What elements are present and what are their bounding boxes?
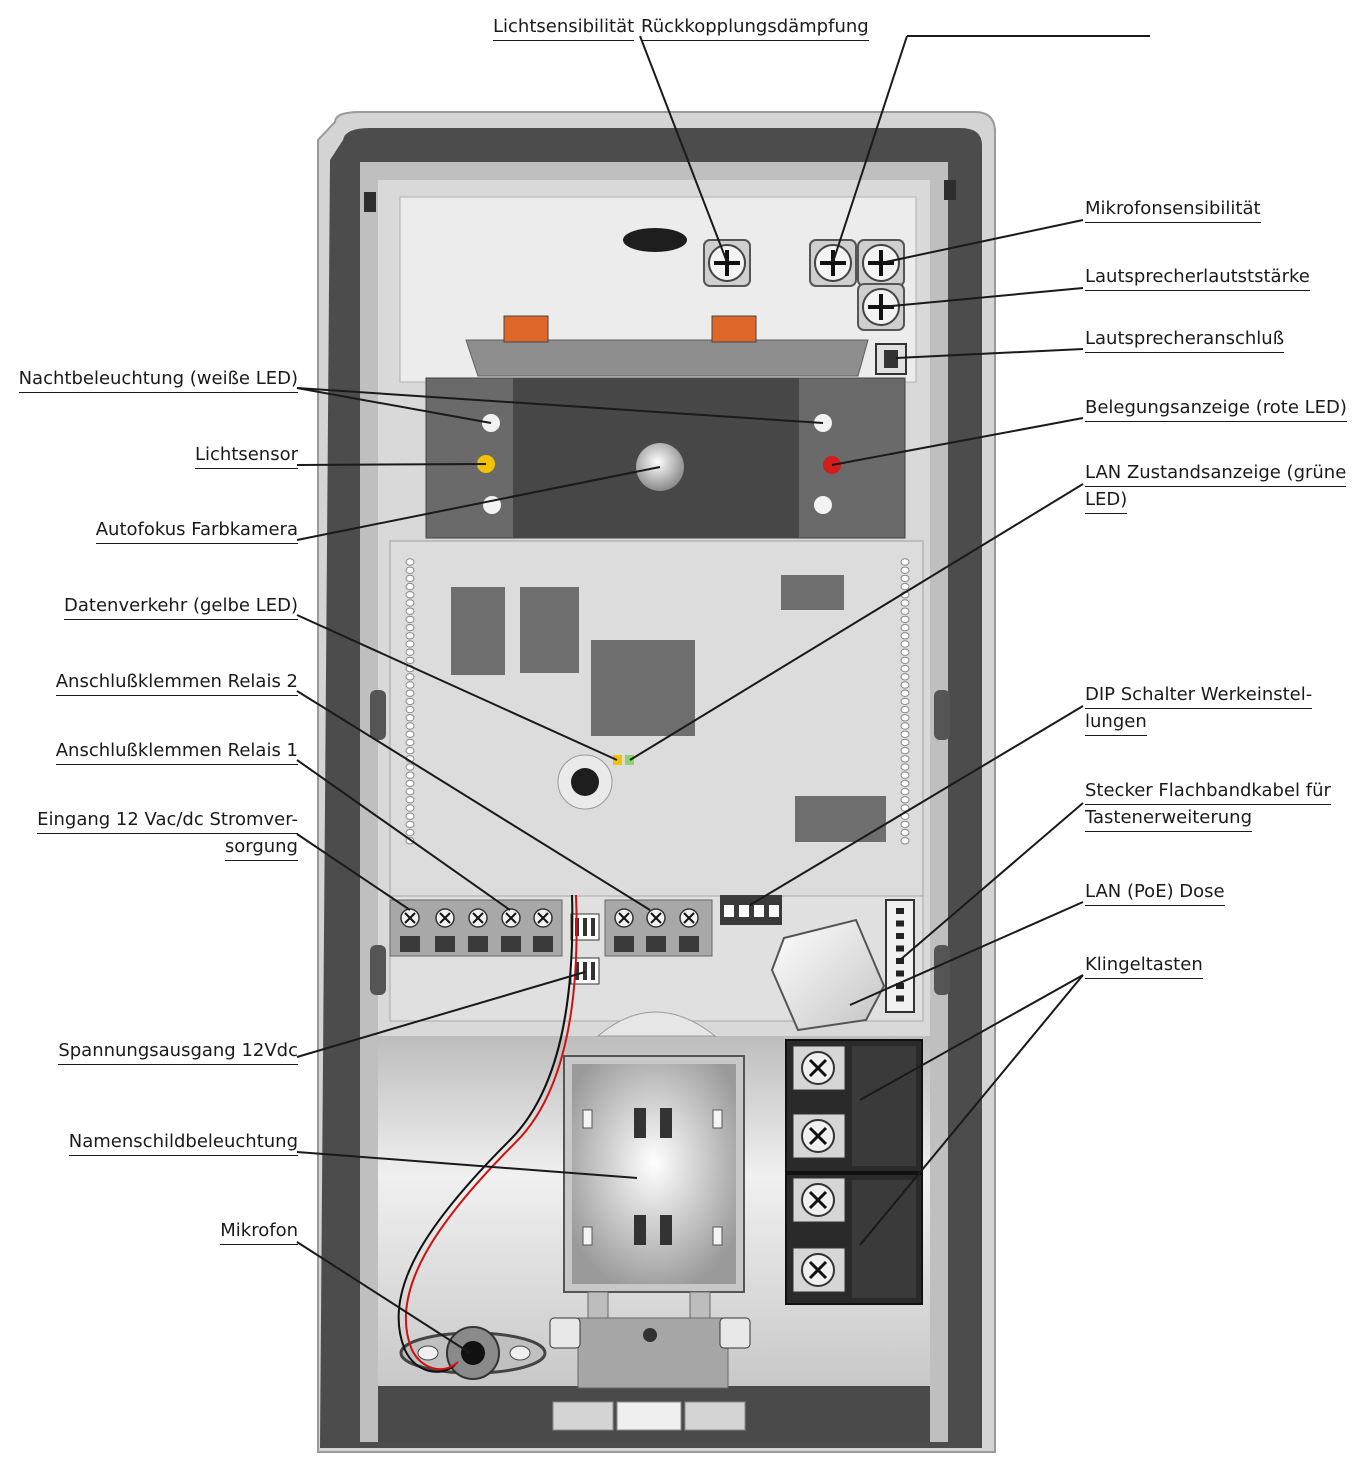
label-lan-poe: LAN (PoE) Dose xyxy=(1085,879,1225,906)
label-microphone: Mikrofon xyxy=(220,1218,298,1245)
label-voltage-output: Spannungsausgang 12Vdc xyxy=(58,1038,298,1065)
terminal-block-power xyxy=(390,900,562,956)
dip-switch-icon xyxy=(720,895,782,925)
bell-buttons-icon xyxy=(786,1040,922,1304)
potentiometer-feedback-icon xyxy=(810,240,856,286)
label-autofocus-camera: Autofokus Farbkamera xyxy=(96,517,298,544)
label-data-traffic: Datenverkehr (gelbe LED) xyxy=(64,593,298,620)
label-light-sensor: Lichtsensor xyxy=(195,442,298,469)
terminal-block-relay xyxy=(605,900,712,956)
label-relay2-terminals: Anschlußklemmen Relais 2 xyxy=(56,669,298,696)
terminal-area xyxy=(390,895,923,1030)
label-mic-sensitivity: Mikrofonsensibilität xyxy=(1085,196,1261,223)
label-night-light: Nachtbeleuchtung (weiße LED) xyxy=(19,366,298,393)
label-nameplate-light: Namenschildbeleuchtung xyxy=(69,1129,298,1156)
potentiometer-light-icon xyxy=(704,240,750,286)
label-light-sensitivity: Lichtsensibilität xyxy=(493,14,634,41)
label-busy-indicator: Belegungsanzeige (rote LED) xyxy=(1085,395,1347,422)
label-dip-switch: DIP Schalter Werkeinstel-lungen xyxy=(1085,682,1312,736)
label-bell-buttons: Klingeltasten xyxy=(1085,952,1203,979)
speaker-connector-icon xyxy=(876,344,906,374)
label-speaker-volume: Lautsprecherlautststärke xyxy=(1085,264,1310,291)
flat-cable-connector-icon xyxy=(886,900,914,1012)
label-relay1-terminals: Anschlußklemmen Relais 1 xyxy=(56,738,298,765)
label-speaker-connector: Lautsprecheranschluß xyxy=(1085,326,1284,353)
label-feedback-damping: Rückkopplungsdämpfung xyxy=(641,14,869,41)
upper-panel xyxy=(400,197,916,382)
label-power-input: Eingang 12 Vac/dc Stromver-sorgung xyxy=(37,807,298,861)
pcb xyxy=(390,541,923,896)
